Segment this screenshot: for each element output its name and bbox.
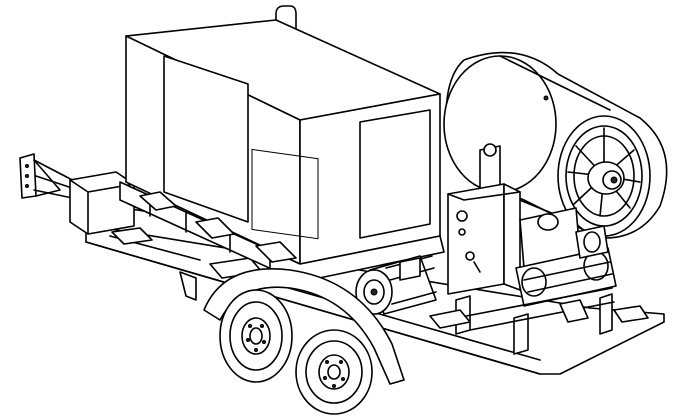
fan-blades	[567, 127, 641, 217]
pump-frame	[429, 287, 649, 355]
fan-housing	[443, 51, 668, 239]
generator-enclosure	[125, 5, 441, 265]
battery-box	[69, 171, 135, 235]
generator-base	[119, 181, 445, 283]
pump-assembly	[515, 207, 617, 307]
rear-wheel	[219, 289, 293, 383]
wheel-assembly	[203, 268, 405, 415]
electric-motor	[355, 255, 437, 315]
front-wheel	[295, 329, 373, 415]
control-box	[447, 183, 521, 295]
